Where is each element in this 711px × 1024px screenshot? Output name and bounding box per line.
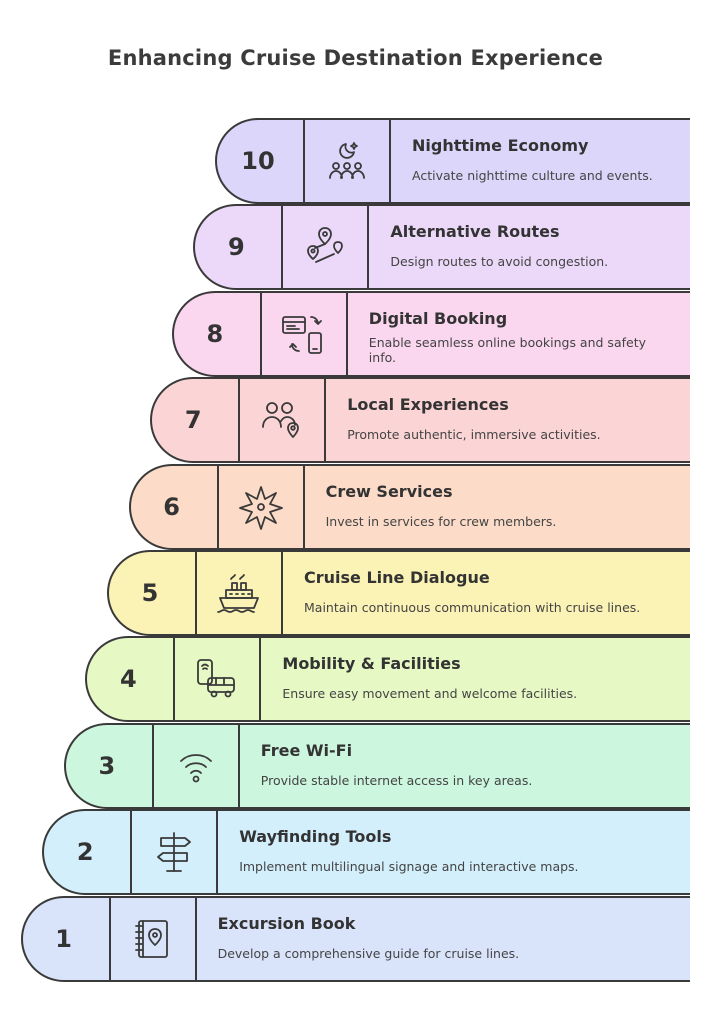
step-divider <box>151 722 154 809</box>
step-divider <box>238 377 241 464</box>
step-divider <box>367 204 370 291</box>
route-pins-icon <box>285 212 365 282</box>
step-description: Invest in services for crew members. <box>325 513 557 529</box>
step-shape <box>63 722 690 809</box>
step-shape <box>42 809 690 896</box>
step-divider <box>281 204 284 291</box>
step-divider <box>281 550 283 636</box>
step-description: Enable seamless online bookings and safe… <box>368 334 646 365</box>
step-divider <box>108 895 111 982</box>
step-heading: Digital Booking <box>368 308 508 328</box>
device-sync-icon <box>264 299 344 369</box>
step-number: 8 <box>206 319 224 348</box>
step-divider <box>216 809 219 896</box>
step-number: 3 <box>98 751 116 780</box>
signpost-icon <box>134 817 214 887</box>
step-divider <box>259 290 262 377</box>
moon-crowd-icon <box>307 126 387 196</box>
step-heading: Excursion Book <box>217 913 356 933</box>
step-shape <box>85 636 690 723</box>
step-divider <box>216 463 219 550</box>
step-description: Design routes to avoid congestion. <box>390 254 609 270</box>
step-shape <box>128 463 690 550</box>
step-description: Maintain continuous communication with c… <box>304 600 641 615</box>
step-number: 6 <box>163 492 180 521</box>
step-number: 2 <box>76 838 94 867</box>
step-number: 7 <box>184 406 202 435</box>
step-divider <box>324 377 327 464</box>
step-heading: Mobility & Facilities <box>282 654 461 674</box>
step-divider <box>302 463 305 550</box>
step-divider <box>303 118 305 204</box>
step-shape <box>193 204 690 291</box>
page-title: Enhancing Cruise Destination Experience <box>107 46 604 70</box>
step-shape <box>171 290 690 377</box>
step-divider <box>345 290 348 377</box>
step-description: Develop a comprehensive guide for cruise… <box>217 945 520 961</box>
people-location-icon <box>242 385 322 455</box>
step-number: 9 <box>228 233 245 262</box>
step-description: Ensure easy movement and welcome facilit… <box>282 686 578 702</box>
step-number: 4 <box>120 665 137 694</box>
compass-star-icon <box>221 472 301 542</box>
step-description: Provide stable internet access in key ar… <box>260 772 533 788</box>
step-description: Activate nighttime culture and events. <box>412 168 653 183</box>
step-divider <box>194 895 197 982</box>
phone-bus-icon <box>177 644 257 714</box>
step-heading: Alternative Routes <box>390 222 560 242</box>
step-number: 1 <box>55 924 72 953</box>
step-shape <box>20 895 690 982</box>
step-heading: Wayfinding Tools <box>239 827 392 847</box>
guidebook-icon <box>113 904 193 974</box>
step-heading: Free Wi-Fi <box>260 740 353 760</box>
step-heading: Cruise Line Dialogue <box>304 568 490 587</box>
cruise-ship-icon <box>199 558 279 628</box>
step-divider <box>130 809 133 896</box>
step-divider <box>195 550 197 636</box>
step-number: 10 <box>241 147 275 175</box>
step-heading: Local Experiences <box>347 395 509 415</box>
step-divider <box>389 118 391 204</box>
step-description: Promote authentic, immersive activities. <box>347 427 601 443</box>
step-number: 5 <box>141 579 159 607</box>
wifi-icon <box>156 731 236 801</box>
step-heading: Nighttime Economy <box>412 136 589 155</box>
step-description: Implement multilingual signage and inter… <box>239 859 579 875</box>
step-shape <box>107 550 690 636</box>
step-divider <box>259 636 262 723</box>
step-divider <box>237 722 240 809</box>
step-heading: Crew Services <box>325 481 453 501</box>
step-divider <box>173 636 176 723</box>
step-shape <box>215 118 690 204</box>
